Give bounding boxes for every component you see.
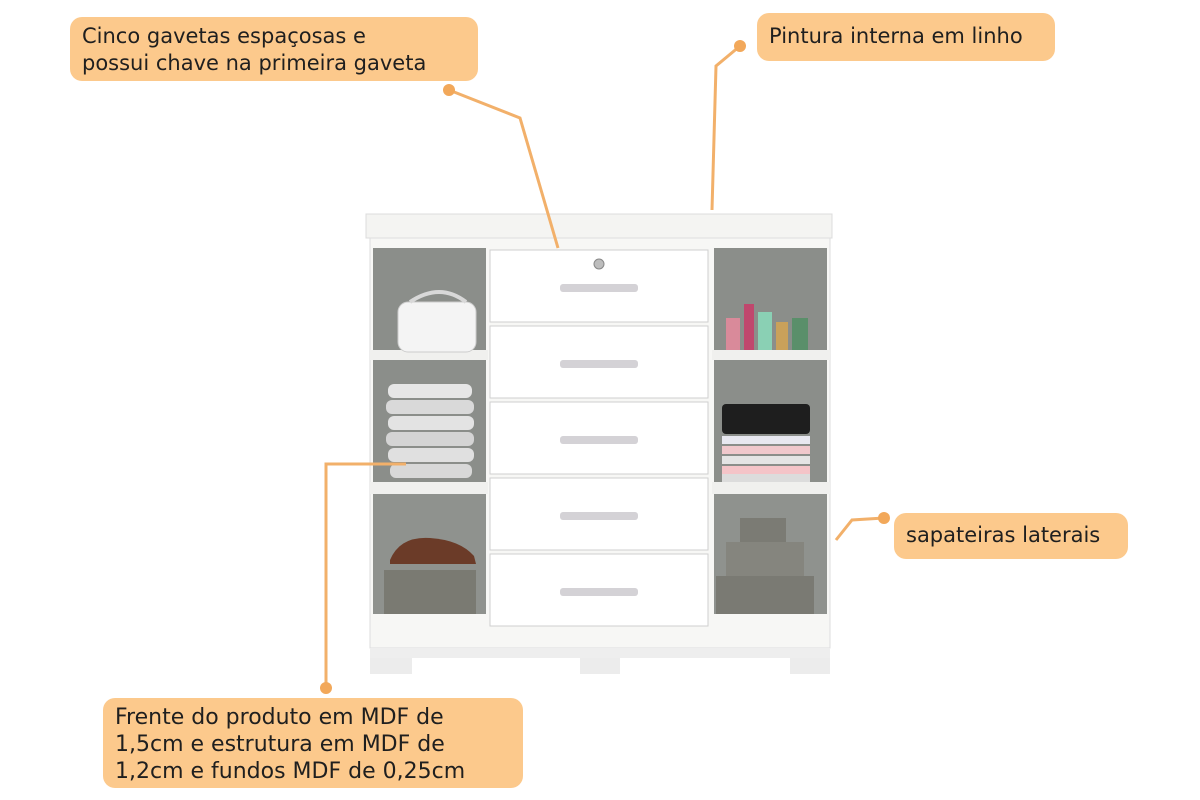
folded-shirts bbox=[722, 404, 810, 482]
drawers bbox=[489, 249, 709, 627]
leader-dots bbox=[320, 40, 890, 694]
callout-internal-paint: Pintura interna em linho bbox=[757, 13, 1055, 61]
perfume-bottles bbox=[726, 304, 808, 350]
cabinet bbox=[365, 213, 833, 674]
handbag bbox=[397, 290, 477, 353]
drawer-handle bbox=[560, 588, 638, 596]
storage-boxes bbox=[716, 518, 814, 614]
cabinet-foot bbox=[370, 658, 412, 674]
callout-material: Frente do produto em MDF de 1,5cm e estr… bbox=[103, 698, 523, 788]
callout-shoe-racks: sapateiras laterais bbox=[894, 513, 1128, 559]
drawer-handle bbox=[560, 512, 638, 520]
cabinet-foot bbox=[580, 658, 620, 674]
drawer-handle bbox=[560, 436, 638, 444]
callout-drawers: Cinco gavetas espaçosas e possui chave n… bbox=[70, 17, 478, 81]
drawer-handle bbox=[560, 360, 638, 368]
drawer-handle bbox=[560, 284, 638, 292]
storage-box bbox=[384, 570, 476, 614]
shoes bbox=[390, 537, 476, 564]
cabinet-foot bbox=[790, 658, 830, 674]
leader-lines bbox=[324, 44, 885, 688]
folded-towels bbox=[386, 384, 474, 478]
lock-icon bbox=[593, 258, 605, 270]
